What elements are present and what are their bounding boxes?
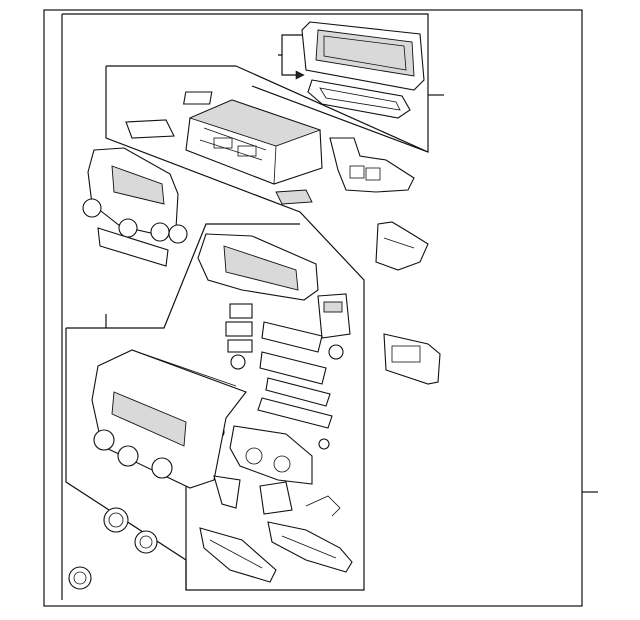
outer-frame [43, 9, 583, 607]
side-bracket [375, 221, 429, 271]
audio-unit [185, 99, 323, 185]
display-gasket [307, 79, 411, 119]
upper-panel [82, 147, 188, 267]
clip-part [213, 475, 241, 509]
display-module [197, 233, 319, 301]
mount-bracket [329, 137, 415, 193]
bracket-part [259, 481, 293, 515]
label-plate [125, 119, 175, 139]
small-label [183, 91, 213, 105]
control-module [383, 333, 441, 385]
wire-part [305, 495, 341, 517]
display-bezel [301, 21, 425, 91]
control-unit [229, 425, 313, 485]
switches [225, 293, 351, 353]
label-card [275, 189, 313, 205]
display-group-bracket [62, 13, 429, 153]
center-panel [91, 349, 247, 489]
trim-strips [257, 321, 333, 429]
lower-bezel [199, 521, 353, 583]
